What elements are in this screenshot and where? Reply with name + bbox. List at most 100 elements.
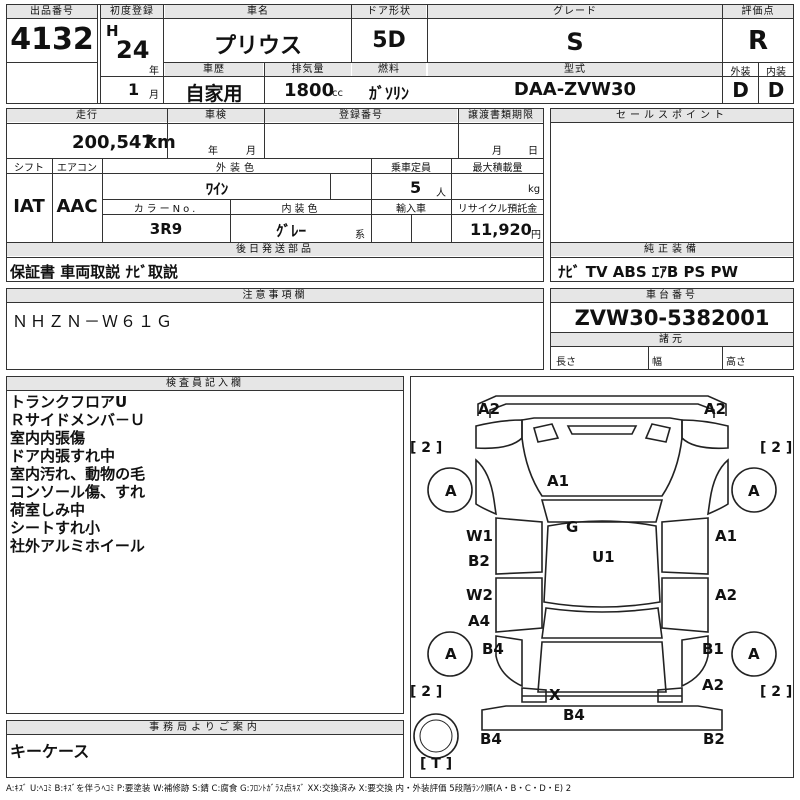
- inspector-label: 検査員記入欄: [7, 377, 403, 391]
- damage-diagram: [410, 376, 794, 778]
- shift-label: シフト: [14, 163, 44, 174]
- shift: IAT: [13, 196, 45, 217]
- mark-b2-bottom: B2: [703, 730, 725, 748]
- remark-line: トランクフロアU: [10, 393, 128, 411]
- displacement-unit: cc: [332, 88, 343, 99]
- length-label: 長さ: [556, 357, 576, 368]
- spec-block: [6, 108, 544, 282]
- intcolor-label: 内装色: [281, 204, 321, 215]
- equipment: ﾅﾋﾞ TV ABS ｴｱB PS PW: [558, 263, 739, 281]
- office-block: [6, 720, 404, 778]
- color-label: 外装色: [216, 163, 258, 174]
- chassis-number: ZVW30-5382001: [574, 306, 770, 330]
- mark-a2-mid: A2: [715, 586, 738, 604]
- first-reg-label: 初度登録: [101, 5, 163, 19]
- office-label: 事務局よりご案内: [7, 721, 403, 735]
- ac-type: AAC: [56, 196, 98, 217]
- transfer-label: 譲渡書類期限: [459, 109, 543, 122]
- mileage-label: 走行: [7, 109, 167, 122]
- regno-label: 登録番号: [265, 109, 457, 122]
- exterior-score: D: [732, 78, 749, 102]
- fuel-label: 燃料: [352, 63, 426, 76]
- lot-number: 4132: [10, 22, 94, 57]
- grade: S: [566, 28, 584, 56]
- mark-w1: W1: [466, 527, 493, 545]
- load-label: 最大積載量: [472, 163, 523, 174]
- mark-bracket2-br: [ 2 ]: [760, 684, 793, 700]
- grade-label: グレード: [428, 5, 722, 18]
- color-number: 3R9: [149, 220, 183, 238]
- reg-year: 24: [116, 36, 150, 64]
- door-label: ドア形状: [352, 5, 426, 18]
- mileage: 200,547: [72, 132, 154, 153]
- ac-label: エアコン: [57, 163, 97, 174]
- remark-line: 室内内張傷: [10, 429, 86, 447]
- body-color: ﾜｲﾝ: [205, 180, 229, 198]
- mark-a1-hood: A1: [547, 472, 570, 490]
- capacity-label: 乗車定員: [391, 163, 431, 174]
- mark-b4-bottom: B4: [480, 730, 502, 748]
- mark-a-front-right-wheel: A: [748, 482, 760, 500]
- lot-cell: [6, 4, 98, 104]
- chassis-block: [550, 288, 794, 370]
- remark-line: コンソール傷、すれ: [10, 483, 146, 501]
- interior-color: ｸﾞﾚｰ: [275, 222, 306, 240]
- dims-label: 諸元: [551, 333, 793, 347]
- mark-w2: W2: [466, 586, 493, 604]
- mark-a-front-left-wheel: A: [445, 482, 457, 500]
- inspector-block: [6, 376, 404, 714]
- model-label: 型式: [428, 63, 722, 76]
- sales-block: [550, 108, 794, 282]
- remark-line: Ｒサイドメンバ－Ｕ: [10, 411, 146, 429]
- mark-a4: A4: [468, 612, 491, 630]
- mark-a2-left: A2: [478, 400, 501, 418]
- fuel: ｶﾞｿﾘﾝ: [368, 84, 409, 103]
- inspection-month-unit: 月: [246, 146, 256, 157]
- height-label: 高さ: [726, 357, 746, 368]
- interior-label: 内装: [766, 67, 786, 78]
- mileage-unit: km: [145, 132, 176, 153]
- chassis-label: 車台番号: [551, 289, 793, 303]
- mark-a2-low: A2: [702, 676, 725, 694]
- colorno-label: カラーNo.: [133, 204, 199, 215]
- mark-a-rear-right-wheel: A: [748, 645, 760, 663]
- car-name: プリウス: [213, 34, 302, 59]
- reg-month-unit: 月: [149, 90, 159, 101]
- recycle-unit: 円: [531, 230, 541, 241]
- mark-a2-right: A2: [704, 400, 727, 418]
- mark-b4-left: B4: [482, 640, 504, 658]
- mark-b4-rear: B4: [563, 706, 585, 724]
- mark-bracket2-tl: [ 2 ]: [410, 440, 443, 456]
- exterior-label: 外装: [730, 67, 751, 78]
- capacity: 5: [410, 178, 422, 197]
- era-letter: H: [106, 22, 119, 40]
- import-label: 輸入車: [396, 204, 426, 215]
- later-label: 後日発送部品: [7, 243, 543, 256]
- remark-line: 社外アルミホイール: [10, 537, 145, 555]
- reg-month: 1: [128, 80, 140, 99]
- door-type: 5D: [372, 28, 406, 53]
- inspector-remarks: トランクフロアU Ｒサイドメンバ－Ｕ 室内内張傷 ドア内張すれ中 室内汚れ、動物…: [10, 393, 145, 555]
- mark-u1: U1: [592, 548, 615, 566]
- interior-score: D: [767, 78, 785, 102]
- model-code: DAA-ZVW30: [513, 79, 637, 100]
- load-unit: kg: [528, 184, 541, 195]
- mark-g: G: [566, 518, 579, 536]
- legend: A:ｷｽﾞ U:ﾍｺﾐ B:ｷｽﾞを伴うﾍｺﾐ P:要塗装 W:補修跡 S:錆 …: [6, 784, 572, 794]
- transfer-day-unit: 日: [528, 146, 538, 157]
- office-note: キーケース: [10, 742, 90, 761]
- mark-b2-left: B2: [468, 552, 490, 570]
- history: 自家用: [185, 83, 243, 105]
- transfer-month-unit: 月: [492, 146, 502, 157]
- remark-line: 室内汚れ、動物の毛: [10, 465, 146, 483]
- car-name-label: 車名: [165, 5, 351, 18]
- mark-t: [ T ]: [420, 756, 453, 772]
- mark-b1-right: B1: [702, 640, 724, 658]
- mark-bracket2-tr: [ 2 ]: [760, 440, 793, 456]
- inspection-label: 車検: [168, 109, 264, 122]
- equip-label: 純正装備: [551, 243, 793, 256]
- score-label: 評価点: [723, 5, 793, 19]
- capacity-unit: 人: [436, 188, 446, 199]
- recycle-label: リサイクル預託金: [457, 204, 538, 215]
- displacement-label: 排気量: [265, 63, 351, 76]
